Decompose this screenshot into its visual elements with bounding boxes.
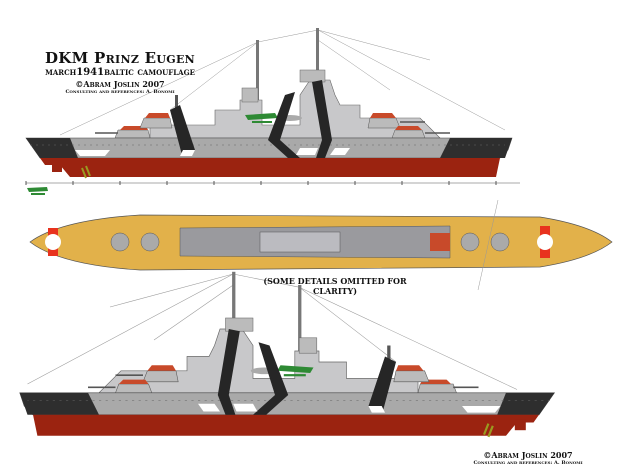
starboard-side-profile [18, 270, 556, 438]
consulting-credit: Consulting and references: A. Bonomi [473, 460, 583, 466]
ship-name: DKM Prinz Eugen [44, 49, 196, 67]
title-block: DKM Prinz Eugen march1941baltic camoufla… [40, 50, 200, 96]
scale-ruler [25, 181, 520, 185]
plan-view [29, 199, 613, 291]
plan-view-note: (SOME DETAILS OMITTED FOR CLARITY) [263, 276, 407, 296]
seaplane-scale-icon [27, 187, 48, 195]
camouflage-scheme: march1941baltic camouflage [45, 67, 195, 78]
bottom-credit: ©Abram Joslin 2007 Consulting and refere… [448, 450, 608, 467]
consulting-credit: Consulting and references: A. Bonomi [65, 89, 175, 95]
author-credit: ©Abram Joslin 2007 [483, 450, 573, 460]
author-credit: ©Abram Joslin 2007 [75, 79, 165, 89]
